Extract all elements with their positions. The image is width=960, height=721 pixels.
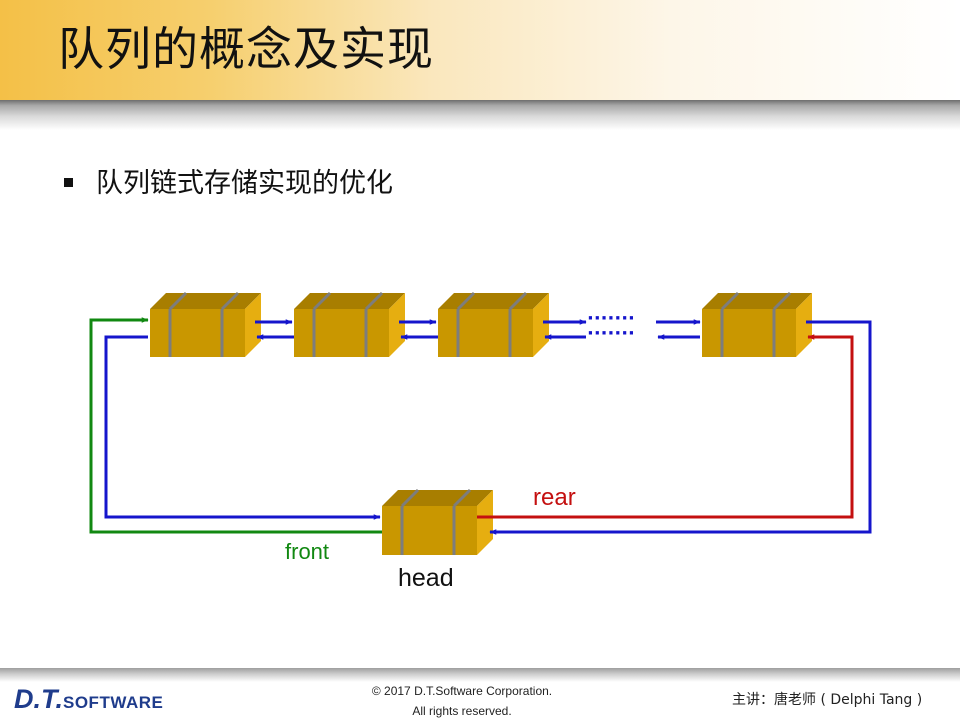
ellipsis-dots-bottom: ······· [587,323,635,344]
head-node [382,488,493,555]
queue-node-2 [294,291,405,357]
presenter-credit: 主讲：唐老师 ( Delphi Tang ) [732,692,923,708]
queue-node-1 [150,291,261,357]
queue-node-last [702,291,812,357]
ellipsis-dots-top: ······· [587,308,635,329]
bullet-text: 队列链式存储实现的优化 [96,168,393,199]
footer-bar [0,668,960,682]
first-prev-to-head-link [104,335,381,520]
copyright-notice: © 2017 D.T.Software Corporation. All rig… [362,681,562,721]
front-label: front [285,539,329,564]
head-label: head [398,564,454,592]
rear-pointer-link [477,334,854,519]
rear-label: rear [533,484,576,511]
title-bar [0,0,960,104]
logo-main: D.T. [14,684,63,714]
dt-software-logo: D.T.SOFTWARE [14,684,163,719]
copyright-line-1: © 2017 D.T.Software Corporation. [371,684,553,698]
copyright-line-2: All rights reserved. [412,704,512,718]
title-bar-shadow [0,100,960,130]
square-bullet-icon [64,178,73,187]
queue-node-3 [438,291,549,357]
last-next-to-head-link [489,320,872,535]
logo-sub: SOFTWARE [63,693,164,712]
front-pointer-link [89,317,382,534]
slide-title: 队列的概念及实现 [58,22,434,76]
